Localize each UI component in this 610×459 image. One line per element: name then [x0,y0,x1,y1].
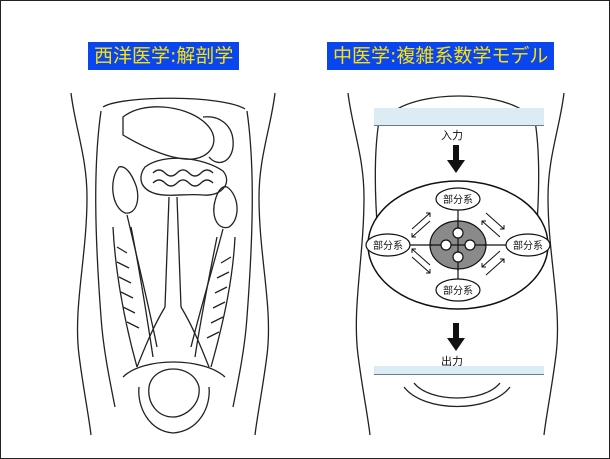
subsystem-right [505,233,551,257]
subsystem-bottom [435,278,481,302]
subsystem-left [365,233,411,257]
subsystem-left-label: 部分系 [373,239,403,252]
anatomy-drawing [70,92,276,436]
anatomy-illustration [53,87,293,437]
interaction-arrows [411,212,505,276]
subsystem-top-label: 部分系 [443,193,473,206]
subsystem-right-label: 部分系 [513,239,543,252]
input-label: 入力 [441,129,463,142]
system-diagram: 部分系 部分系 部分系 部分系 [365,145,551,351]
output-arrow [447,323,465,351]
output-label-bar [374,366,544,375]
output-label: 出力 [441,355,463,368]
input-arrow [447,145,465,173]
model-illustration: 入力 [334,87,579,437]
torso-outline [347,92,565,436]
western-medicine-title: 西洋医学:解剖学 [88,42,240,70]
subsystem-bottom-label: 部分系 [443,284,473,297]
chinese-medicine-title: 中医学:複雑系数学モデル [327,42,555,70]
subsystem-top [435,187,481,211]
input-label-bar [374,108,544,126]
